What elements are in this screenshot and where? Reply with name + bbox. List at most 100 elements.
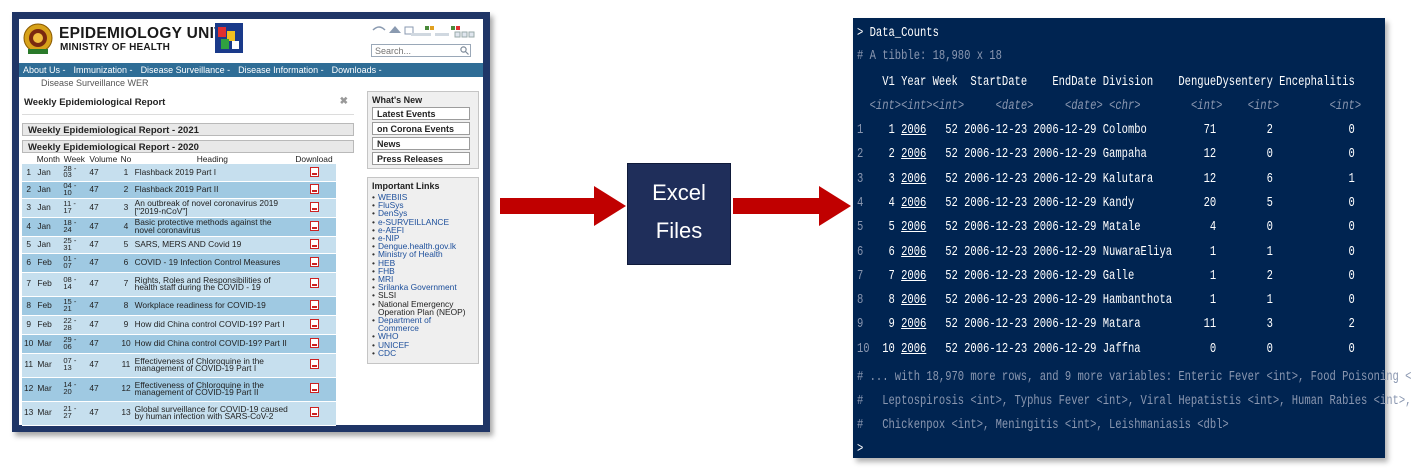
- column-header: Year: [901, 74, 927, 90]
- cell-value: 0: [1348, 243, 1355, 260]
- section-title: Weekly Epidemiological Report ✖: [22, 91, 354, 115]
- arrow-right-icon: [733, 186, 851, 226]
- console-next-prompt[interactable]: >: [857, 441, 864, 457]
- pdf-download-icon[interactable]: [309, 359, 319, 370]
- row-heading[interactable]: How did China control COVID-19? Part II: [132, 334, 292, 354]
- link-item[interactable]: DenSys: [372, 209, 474, 218]
- console-data-row: 9 9 2006 52 2006-12-23 2006-12-29 Matara…: [857, 315, 1355, 333]
- column-type: <int>: [1329, 98, 1362, 114]
- cell-value: 52: [945, 243, 958, 260]
- pdf-download-icon[interactable]: [309, 299, 319, 310]
- row-download: [292, 253, 336, 273]
- nav-disease-information[interactable]: Disease Information -: [238, 65, 324, 75]
- link-item[interactable]: SLSI: [372, 291, 474, 300]
- whats-new-news[interactable]: News: [372, 137, 470, 150]
- pdf-download-icon[interactable]: [309, 337, 319, 348]
- link-item[interactable]: UNICEF: [372, 340, 474, 349]
- accordion-2021[interactable]: Weekly Epidemiological Report - 2021: [22, 123, 354, 136]
- cell-value: 52: [945, 146, 958, 163]
- row-month: Jan: [35, 164, 62, 182]
- link-item[interactable]: FHB: [372, 267, 474, 276]
- row-heading[interactable]: Basic protective methods against the nov…: [132, 217, 292, 237]
- accordion-2020[interactable]: Weekly Epidemiological Report - 2020: [22, 140, 354, 153]
- row-volume: 47: [87, 217, 120, 237]
- cell-value: Kalutara: [1102, 170, 1154, 187]
- nav-about-us[interactable]: About Us -: [23, 65, 66, 75]
- row-heading[interactable]: Global surveillance for COVID-19 caused …: [132, 401, 292, 426]
- cell-value: 2: [888, 146, 895, 163]
- settings-icon[interactable]: ✖: [339, 96, 348, 107]
- link-item[interactable]: FluSys: [372, 201, 474, 210]
- row-heading[interactable]: An outbreak of novel coronavirus 2019 ["…: [132, 198, 292, 218]
- column-header: V1: [882, 74, 895, 90]
- row-download: [292, 217, 336, 237]
- row-no: 7: [119, 272, 133, 297]
- breadcrumb[interactable]: Disease Surveillance WER: [41, 78, 149, 88]
- row-no: 11: [119, 353, 133, 378]
- row-heading[interactable]: Effectiveness of Chloroquine in the mana…: [132, 377, 292, 402]
- link-item[interactable]: HEB: [372, 258, 474, 267]
- link-item[interactable]: WEBIIS: [372, 193, 474, 202]
- pdf-download-icon[interactable]: [309, 318, 319, 329]
- link-item[interactable]: CDC: [372, 349, 474, 358]
- pdf-download-icon[interactable]: [309, 238, 319, 249]
- cell-value: 52: [945, 292, 958, 309]
- row-heading[interactable]: How did China control COVID-19? Part I: [132, 315, 292, 335]
- link-item[interactable]: Department of Commerce: [372, 316, 474, 333]
- link-item[interactable]: WHO: [372, 332, 474, 341]
- cell-value: 0: [1348, 340, 1355, 357]
- search-input[interactable]: [371, 44, 471, 57]
- pdf-download-icon[interactable]: [309, 383, 319, 394]
- row-heading[interactable]: COVID - 19 Infection Control Measures: [132, 253, 292, 273]
- whats-new-corona-events[interactable]: on Corona Events: [372, 122, 470, 135]
- link-item[interactable]: Ministry of Health: [372, 250, 474, 259]
- row-index: 7: [22, 272, 36, 297]
- link-item[interactable]: Srilanka Government: [372, 283, 474, 292]
- whats-new-latest-events[interactable]: Latest Events: [372, 107, 470, 120]
- search-icon[interactable]: [460, 46, 469, 55]
- cell-value: 12: [1203, 170, 1217, 187]
- row-number: 2: [857, 146, 864, 163]
- link-item[interactable]: MRI: [372, 275, 474, 284]
- row-download: [292, 401, 336, 426]
- row-volume: 47: [87, 296, 120, 316]
- nav-downloads[interactable]: Downloads -: [331, 65, 382, 75]
- row-heading[interactable]: SARS, MERS AND Covid 19: [132, 236, 292, 254]
- link-item[interactable]: e-SURVEILLANCE: [372, 217, 474, 226]
- pdf-download-icon[interactable]: [309, 201, 319, 212]
- row-heading[interactable]: Rights, Roles and Responsibilities of he…: [132, 272, 292, 297]
- console-command-line: > Data_Counts: [857, 24, 939, 42]
- cell-value: 2006-12-29: [1033, 316, 1097, 333]
- nav-disease-surveillance[interactable]: Disease Surveillance -: [140, 65, 231, 75]
- cell-value: Jaffna: [1102, 340, 1141, 357]
- row-download: [292, 272, 336, 297]
- row-heading[interactable]: Effectiveness of Chloroquine in the mana…: [132, 353, 292, 378]
- site-title: EPIDEMIOLOGY UNIT: [59, 25, 224, 42]
- pdf-download-icon[interactable]: [309, 220, 319, 231]
- link-item[interactable]: National Emergency Operation Plan (NEOP): [372, 299, 474, 316]
- pdf-download-icon[interactable]: [309, 183, 319, 194]
- pdf-download-icon[interactable]: [309, 407, 319, 418]
- cell-value: Hambanthota: [1102, 292, 1173, 309]
- row-download: [292, 181, 336, 199]
- row-heading[interactable]: Workplace readiness for COVID-19: [132, 296, 292, 316]
- link-item[interactable]: Dengue.health.gov.lk: [372, 242, 474, 251]
- cell-value: 0: [1266, 146, 1273, 163]
- console-data-row: 5 5 2006 52 2006-12-23 2006-12-29 Matale…: [857, 218, 1355, 236]
- pdf-download-icon[interactable]: [309, 256, 319, 267]
- header-icons[interactable]: [371, 23, 477, 38]
- cell-value: 0: [1348, 146, 1355, 163]
- whats-new-press-releases[interactable]: Press Releases: [372, 152, 470, 165]
- pdf-download-icon[interactable]: [309, 166, 319, 177]
- row-week: 21 - 27: [61, 401, 88, 426]
- nav-immunization[interactable]: Immunization -: [73, 65, 133, 75]
- link-item[interactable]: e-NIP: [372, 234, 474, 243]
- link-item[interactable]: e-AEFI: [372, 226, 474, 235]
- row-index: 10: [22, 334, 36, 354]
- col-heading: Heading: [132, 154, 292, 164]
- row-heading[interactable]: Flashback 2019 Part I: [132, 164, 292, 182]
- pdf-download-icon[interactable]: [309, 278, 319, 289]
- row-heading[interactable]: Flashback 2019 Part II: [132, 181, 292, 199]
